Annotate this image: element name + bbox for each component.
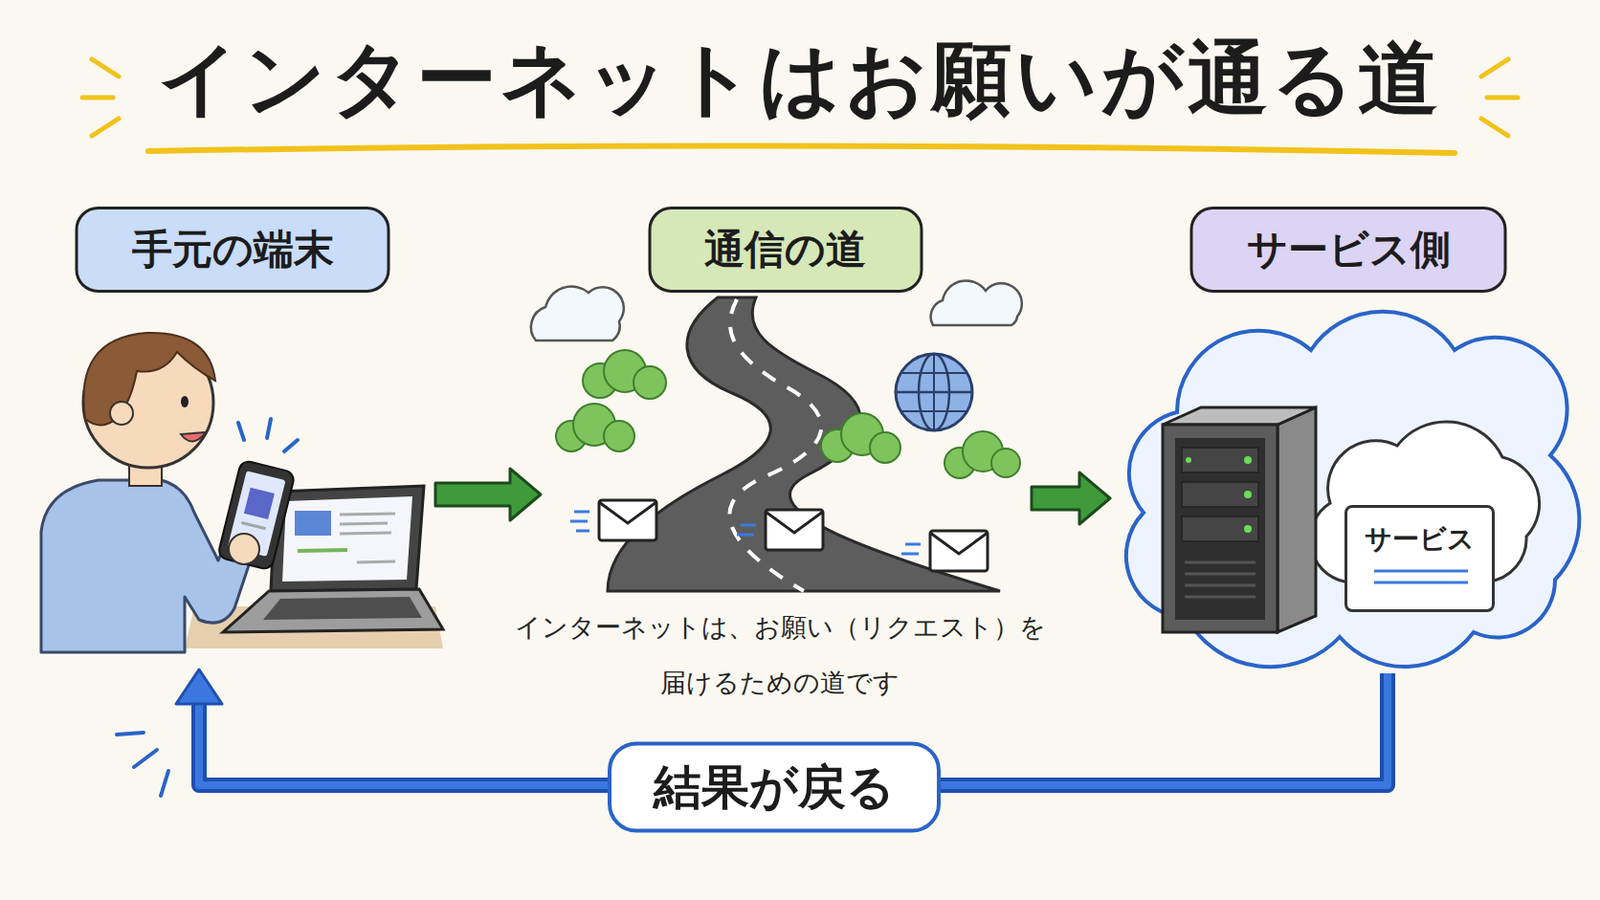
bush xyxy=(944,431,1021,479)
arrow-shape xyxy=(435,468,541,521)
screen-line xyxy=(339,523,388,525)
bush-blob xyxy=(869,432,901,464)
server-top xyxy=(1162,407,1316,425)
alert-dash xyxy=(238,422,245,441)
node-heading: 通信の道 xyxy=(647,206,923,293)
motion-dash xyxy=(570,520,588,524)
globe-circle xyxy=(895,354,973,431)
service-line xyxy=(1374,570,1468,574)
motion-dash xyxy=(576,530,590,534)
road-group: 通信の道インターネットは、お願い（リクエスト）を 届けるための道です xyxy=(550,206,1021,705)
motion-dash xyxy=(905,543,921,547)
screen-line xyxy=(339,513,396,515)
laptop-base xyxy=(222,589,444,633)
phone-line xyxy=(241,522,266,529)
sparkle-line xyxy=(1487,95,1518,101)
service-cloud: サービス側 サービス xyxy=(1119,206,1578,668)
server-light xyxy=(1244,525,1252,534)
screen-image xyxy=(294,511,332,536)
sparkle-line xyxy=(1481,59,1509,77)
server-panel xyxy=(1175,438,1266,621)
bush-blob xyxy=(633,366,667,400)
sky-cloud xyxy=(531,287,624,341)
envelope-flap xyxy=(599,502,657,524)
device-group: 手元の端末 xyxy=(41,206,424,653)
envelope xyxy=(570,500,657,541)
person-body xyxy=(41,480,258,653)
screen-line xyxy=(356,561,396,563)
smartphone xyxy=(217,460,296,572)
envelope-body xyxy=(765,510,823,551)
arrow-shape xyxy=(1031,472,1111,525)
server-tower xyxy=(1162,407,1316,633)
node-heading: 手元の端末 xyxy=(75,206,391,293)
server-slot xyxy=(1181,516,1259,542)
cloud-shape xyxy=(1126,311,1579,668)
server-vent xyxy=(1184,596,1256,600)
motion-dash xyxy=(116,733,144,735)
service-label: サービス xyxy=(1347,521,1492,558)
sparkle-line xyxy=(1481,118,1509,136)
phone-image xyxy=(244,488,275,520)
bush xyxy=(582,350,667,400)
envelope-body xyxy=(599,500,657,541)
sparkle-line xyxy=(82,95,113,101)
alert-dash xyxy=(284,440,298,452)
server-light xyxy=(1185,457,1192,464)
globe xyxy=(895,354,973,431)
server-vent xyxy=(1184,561,1256,565)
phone-body xyxy=(217,460,296,572)
service-line xyxy=(1374,581,1468,585)
motion-dash xyxy=(160,771,169,797)
bush-blob xyxy=(603,421,635,452)
arrow-head xyxy=(176,669,223,705)
flow-arrow xyxy=(1031,472,1111,525)
motion-dash xyxy=(736,533,755,537)
server-slot xyxy=(1181,482,1259,508)
person-hair xyxy=(83,333,216,426)
bush xyxy=(555,403,635,452)
screen-line xyxy=(339,533,392,534)
edge-label: 結果が戻る xyxy=(607,742,941,834)
node-heading: サービス側 xyxy=(1190,206,1508,293)
title-underline xyxy=(148,145,1455,154)
server-slot xyxy=(1181,447,1259,473)
alert-dash xyxy=(266,419,271,439)
screen-line xyxy=(297,550,348,552)
server-vent xyxy=(1184,584,1256,588)
envelope-body xyxy=(930,531,988,572)
diagram-title: インターネットはお願いが通る道 xyxy=(0,24,1600,134)
laptop-keyboard xyxy=(263,597,423,621)
server-light xyxy=(1244,456,1252,465)
envelope-flap xyxy=(930,533,988,555)
service-box: サービス xyxy=(1344,505,1495,613)
envelope-flap xyxy=(765,511,823,534)
road xyxy=(607,297,1000,592)
motion-dash xyxy=(901,553,919,556)
bush-blob xyxy=(991,448,1021,478)
laptop-screen xyxy=(282,496,413,582)
motion-dash xyxy=(133,750,157,768)
person-ear xyxy=(110,401,134,425)
motion-dash xyxy=(740,524,756,528)
envelope xyxy=(736,510,823,551)
person-hand xyxy=(228,533,260,565)
envelope xyxy=(901,531,988,572)
person-mouth xyxy=(180,432,206,443)
globe-meridian xyxy=(933,354,935,431)
sparkle-line xyxy=(91,118,119,136)
bush xyxy=(821,413,901,464)
person-eye xyxy=(180,396,189,408)
server-light xyxy=(1244,490,1252,499)
server-side xyxy=(1277,407,1316,633)
node-caption: インターネットは、お願い（リクエスト）を 届けるための道です xyxy=(511,600,1048,712)
sparkle-line xyxy=(91,59,119,77)
sky-cloud xyxy=(931,280,1023,326)
server-front xyxy=(1162,424,1278,633)
flow-arrow xyxy=(435,468,541,521)
server-vent xyxy=(1184,573,1256,577)
motion-dash xyxy=(574,511,590,514)
laptop-screen-frame xyxy=(270,486,424,592)
